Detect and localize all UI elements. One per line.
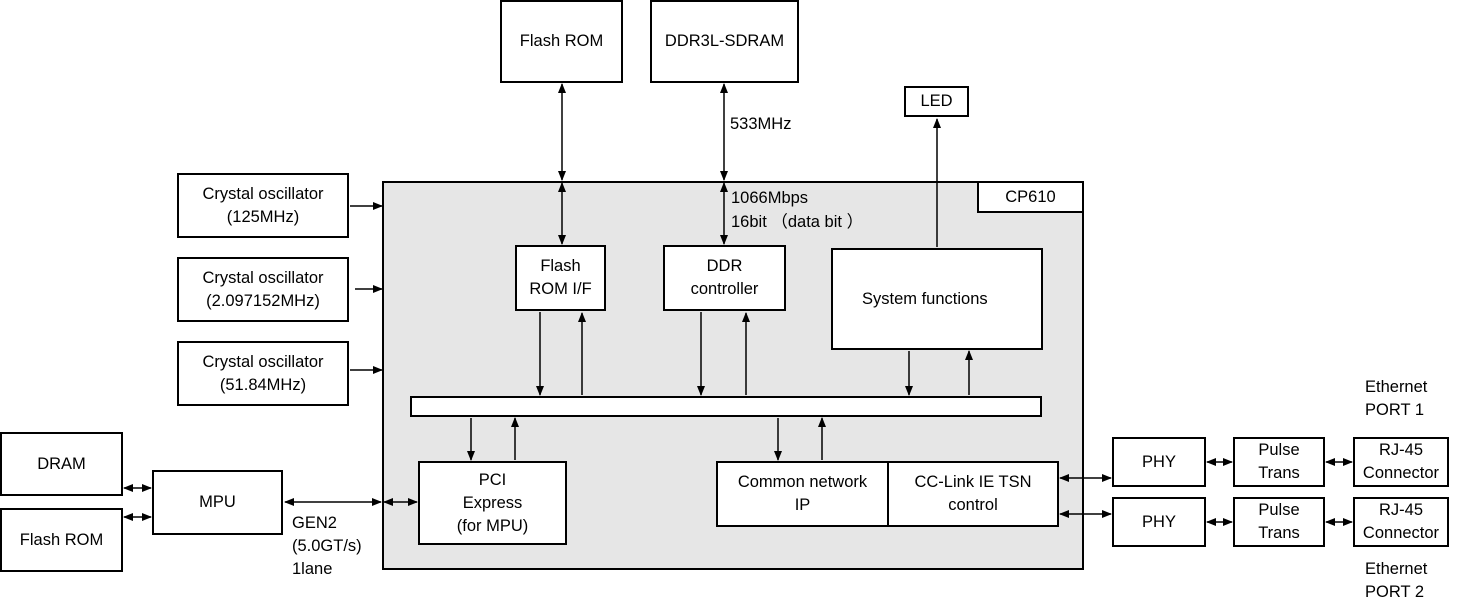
- pulse-trans-1-box: Pulse Trans: [1233, 437, 1325, 487]
- pulse-2-line1: Pulse: [1258, 501, 1300, 519]
- ddr3l-sdram-box: DDR3L-SDRAM: [650, 0, 799, 83]
- ddr-rate-label: 1066Mbps: [731, 189, 809, 207]
- osc2-line1: Crystal oscillator: [202, 268, 324, 287]
- cclink-tsn-line1: CC-Link IE TSN: [914, 473, 1032, 491]
- osc2-line2: (2.097152MHz): [206, 291, 320, 310]
- dram-box: DRAM: [0, 432, 123, 496]
- rj45-1-line2: Connector: [1362, 464, 1440, 482]
- eth-port2-line2: PORT 2: [1365, 583, 1424, 601]
- flash-rom-if-line1: Flash: [540, 257, 581, 275]
- system-functions-box: System functions: [831, 248, 1043, 350]
- pulse-trans-2-box: Pulse Trans: [1233, 497, 1325, 547]
- common-network-ip-line2: IP: [794, 496, 811, 514]
- phy-2-box: PHY: [1112, 497, 1206, 547]
- pcie-link-label: GEN2 (5.0GT/s) 1lane: [292, 512, 362, 581]
- osc1-line1: Crystal oscillator: [202, 184, 324, 203]
- rj45-2-line1: RJ-45: [1378, 501, 1423, 519]
- pulse-1-line2: Trans: [1258, 464, 1300, 482]
- flash-rom-top-box: Flash ROM: [500, 0, 623, 83]
- pulse-2-line2: Trans: [1258, 524, 1300, 542]
- cp610-name-tag: CP610: [977, 181, 1084, 213]
- eth-port1-line1: Ethernet: [1365, 378, 1428, 396]
- rj45-2-line2: Connector: [1362, 524, 1440, 542]
- phy-1-label: PHY: [1142, 452, 1176, 471]
- dram-label: DRAM: [37, 454, 86, 473]
- ddr-controller-line1: DDR: [706, 257, 743, 275]
- system-functions-label: System functions: [862, 289, 988, 308]
- common-network-ip-box: Common network IP: [716, 461, 889, 527]
- crystal-oscillator-125mhz: Crystal oscillator (125MHz): [177, 173, 349, 238]
- cclink-tsn-control-box: CC-Link IE TSN control: [887, 461, 1059, 527]
- flash-rom-top-label: Flash ROM: [519, 32, 604, 50]
- ddr-controller-box: DDR controller: [663, 245, 786, 311]
- ddr-controller-line2: controller: [690, 280, 759, 298]
- led-box: LED: [904, 86, 969, 117]
- rj45-connector-2-box: RJ-45 Connector: [1353, 497, 1449, 547]
- pci-express-line3: (for MPU): [456, 516, 529, 535]
- eth-port1-line2: PORT 1: [1365, 401, 1424, 419]
- rj45-connector-1-box: RJ-45 Connector: [1353, 437, 1449, 487]
- ddr3l-sdram-label: DDR3L-SDRAM: [664, 32, 785, 50]
- mpu-label: MPU: [199, 493, 236, 511]
- pcie-link-line3: 1lane: [292, 560, 333, 578]
- pci-express-line2: Express: [462, 493, 523, 512]
- osc3-line1: Crystal oscillator: [202, 352, 324, 371]
- phy-2-label: PHY: [1142, 512, 1176, 531]
- pulse-1-line1: Pulse: [1258, 441, 1300, 459]
- crystal-oscillator-51mhz: Crystal oscillator (51.84MHz): [177, 341, 349, 406]
- eth-port2-line1: Ethernet: [1365, 560, 1428, 578]
- osc1-line2: (125MHz): [226, 207, 300, 226]
- ddr-frequency-label: 533MHz: [730, 115, 792, 133]
- ddr-width-label: 16bit （data bit ）: [731, 213, 864, 231]
- flash-rom-left-box: Flash ROM: [0, 508, 123, 572]
- pci-express-box: PCI Express (for MPU): [418, 461, 567, 545]
- ethernet-port-2-label: Ethernet PORT 2: [1365, 558, 1427, 604]
- flash-rom-if-line2: ROM I/F: [529, 280, 592, 298]
- pcie-link-line1: GEN2: [292, 514, 337, 532]
- cclink-tsn-line2: control: [948, 496, 998, 514]
- mpu-box: MPU: [152, 470, 283, 535]
- flash-rom-if-box: Flash ROM I/F: [515, 245, 606, 311]
- pcie-link-line2: (5.0GT/s): [292, 537, 362, 555]
- crystal-oscillator-2mhz: Crystal oscillator (2.097152MHz): [177, 257, 349, 322]
- osc3-line2: (51.84MHz): [219, 375, 307, 394]
- phy-1-box: PHY: [1112, 437, 1206, 487]
- internal-bus: [410, 396, 1042, 417]
- common-network-ip-line1: Common network: [737, 473, 868, 491]
- rj45-1-line1: RJ-45: [1378, 441, 1423, 459]
- cp610-name: CP610: [1005, 187, 1056, 206]
- ethernet-port-1-label: Ethernet PORT 1: [1365, 376, 1427, 422]
- led-label: LED: [920, 92, 953, 110]
- pci-express-line1: PCI: [478, 470, 507, 489]
- flash-rom-left-label: Flash ROM: [19, 530, 104, 549]
